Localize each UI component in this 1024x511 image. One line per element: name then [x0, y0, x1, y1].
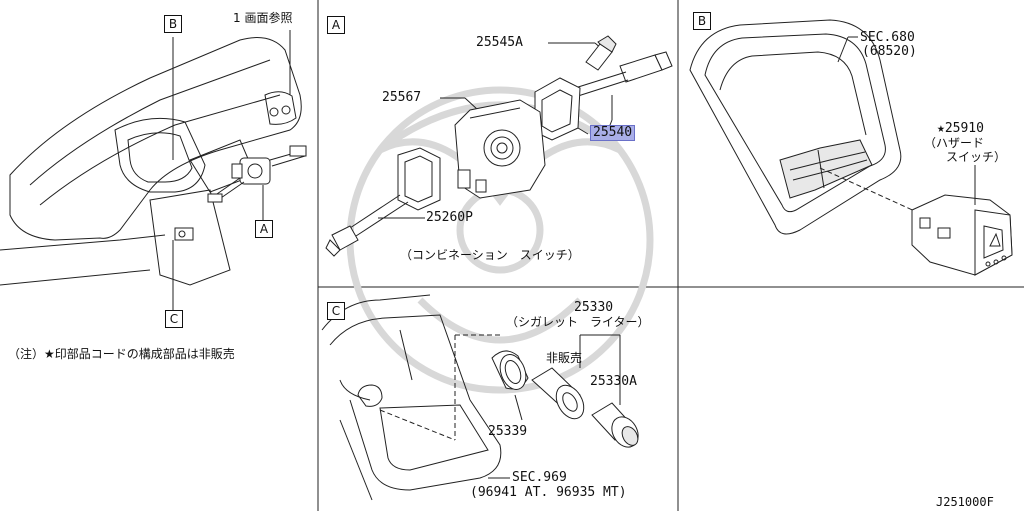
callout-a-overview[interactable]: A [255, 220, 273, 238]
panel-a-label: A [327, 16, 345, 34]
callout-b-overview[interactable]: B [164, 15, 182, 33]
panel-a-drawing [325, 35, 673, 257]
callout-c-overview[interactable]: C [165, 310, 183, 328]
part-25910[interactable]: ★25910 [937, 121, 984, 136]
panel-c-drawing [321, 294, 639, 501]
panel-a-caption: （コンビネーション スイッチ） [400, 248, 580, 262]
part-25540[interactable]: 25540 [590, 125, 636, 141]
part-25910-name-1: （ハザード [924, 136, 985, 150]
part-25260p[interactable]: 25260P [426, 210, 473, 225]
sec-680-sub: (68520) [862, 44, 917, 59]
panel-b-label: B [693, 12, 711, 30]
panel-frame [317, 0, 1024, 511]
overview-leaders [172, 30, 291, 310]
part-25330a[interactable]: 25330A [590, 374, 637, 389]
overview-combo-switch [207, 145, 307, 203]
part-25910-name-2: スイッチ） [946, 150, 1007, 164]
panel-c-label: C [327, 302, 345, 320]
sec-969[interactable]: SEC.969 [512, 470, 567, 485]
dashboard-drawing [0, 37, 302, 286]
sec-969-sub: (96941 AT. 96935 MT) [470, 485, 627, 500]
part-25339[interactable]: 25339 [488, 424, 528, 439]
sec-680[interactable]: SEC.680 [860, 30, 915, 45]
footnote: （注）★印部品コードの構成部品は非販売 [8, 347, 235, 361]
figure-code: J251000F [936, 495, 994, 509]
panel-b-drawing [689, 19, 1013, 276]
part-25567[interactable]: 25567 [382, 90, 422, 105]
not-for-sale-label: 非販売 [546, 351, 583, 365]
part-25330[interactable]: 25330 [574, 300, 614, 315]
ref-note: 1 画面参照 [233, 11, 293, 25]
part-25545a[interactable]: 25545A [476, 35, 523, 50]
part-25330-name: （シガレット ライター） [506, 315, 650, 329]
